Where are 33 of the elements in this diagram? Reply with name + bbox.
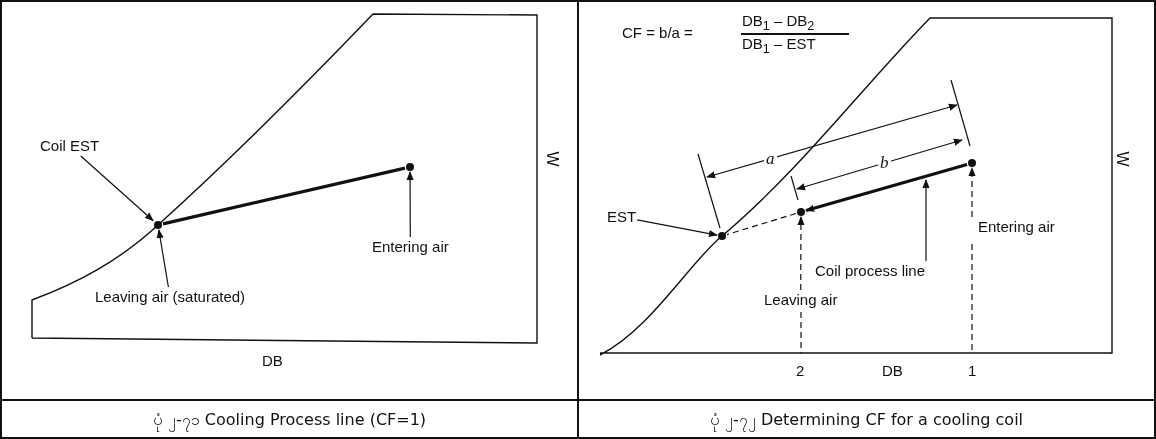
figure-caption: ပုံ ၂-၇၁ Cooling Process line (CF=1): [2, 402, 577, 438]
leader-line: [922, 179, 930, 262]
leader-line: [406, 171, 414, 238]
callout-label: Leaving air (saturated): [95, 288, 246, 306]
formula-numerator: DB$_{1}$ – DB$_{2}$: [742, 12, 815, 35]
process-line: [162, 166, 406, 226]
axis-label: DB: [262, 352, 283, 370]
leader-line: [156, 229, 169, 288]
state-point: [154, 221, 162, 229]
axis-tick-label: 2: [796, 362, 805, 380]
leader-line: [797, 216, 805, 291]
callout-label: Entering air: [372, 238, 449, 256]
callout-label: Entering air: [978, 218, 1055, 236]
axis-label: W: [542, 151, 561, 167]
callout-label: Coil EST: [40, 137, 100, 155]
state-point: [406, 163, 414, 171]
state-point: [968, 159, 976, 167]
callout-label: EST: [607, 208, 637, 226]
axis-tick-label: 1: [968, 362, 977, 380]
axis-label: DB: [882, 362, 903, 380]
figure-caption: ပုံ ၂-၇၂ Determining CF for a cooling coil: [579, 402, 1154, 438]
leader-line: [80, 155, 154, 222]
axis-label: W: [1112, 151, 1131, 167]
process-line: [805, 162, 968, 213]
leader-line: [726, 212, 797, 236]
leader-line: [636, 219, 718, 238]
formula-text: CF = b/a =: [622, 24, 693, 42]
callout-label: Leaving air: [764, 291, 838, 309]
callout-label: Coil process line: [815, 262, 926, 280]
state-point: [797, 208, 805, 216]
leader-line: [968, 167, 976, 218]
formula-denominator: DB$_{1}$ – EST: [742, 35, 816, 58]
state-point: [718, 232, 726, 240]
